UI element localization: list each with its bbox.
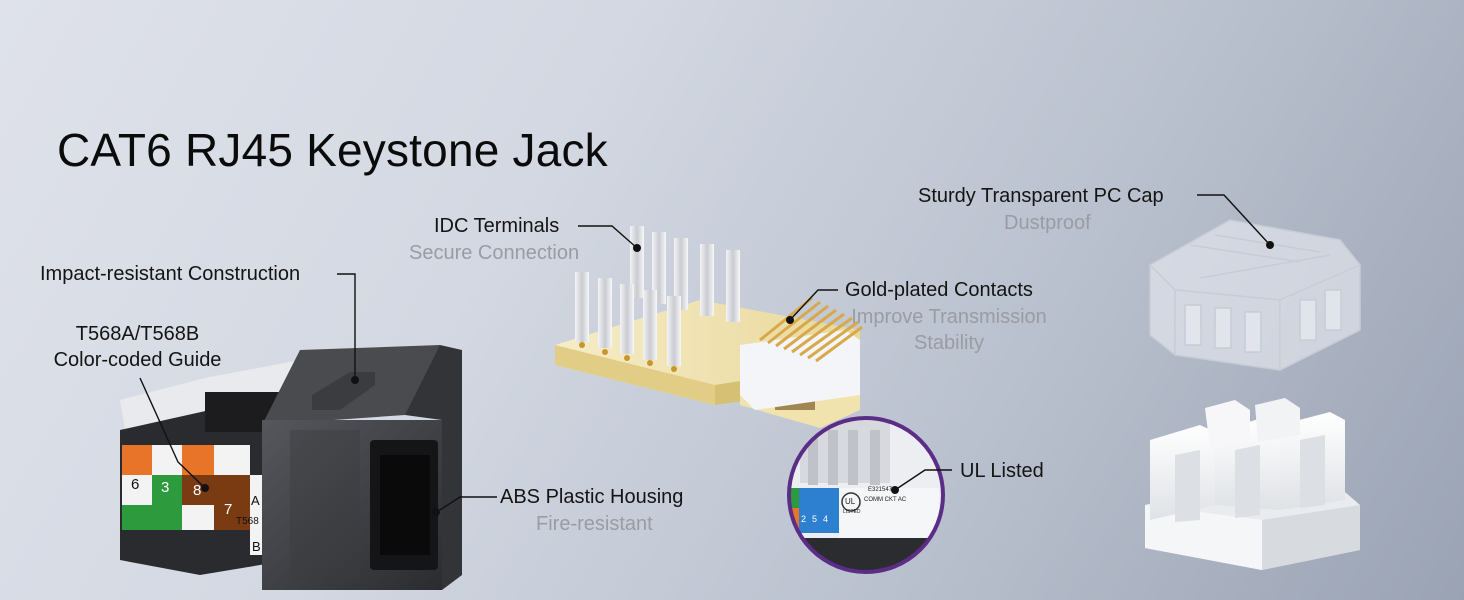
ul-callout-label: UL Listed — [960, 460, 1044, 482]
gold-callout-sub-line2: Stability — [913, 332, 985, 354]
abs-callout-sub: Fire-resistant — [536, 513, 653, 535]
abs-callout-label: ABS Plastic Housing — [500, 486, 684, 508]
standard-code-label: T568 — [236, 516, 259, 527]
gold-callout-label: Gold-plated Contacts — [845, 279, 1033, 301]
leader-lines — [139, 194, 1271, 511]
guide-callout-label-line1: T568A/T568B — [75, 323, 200, 345]
ul-listed-text: LISTED — [843, 509, 861, 515]
idc-callout-sub: Secure Connection — [409, 242, 580, 264]
impact-callout-label: Impact-resistant Construction — [40, 263, 301, 285]
ul-file-number: E321547 — [868, 487, 893, 493]
page-title: CAT6 RJ45 Keystone Jack — [57, 124, 608, 176]
idc-pcb-image — [555, 226, 863, 428]
standard-a-label: A — [251, 493, 260, 508]
white-insert-image — [1145, 398, 1360, 570]
cap-callout-label: Sturdy Transparent PC Cap — [918, 185, 1164, 207]
ul-mark-icon: UL — [845, 497, 856, 506]
ul-closeup-image — [787, 416, 945, 574]
pin-label: 3 — [161, 479, 170, 496]
keystone-jack-image — [120, 345, 462, 590]
guide-callout-label-line2: Color-coded Guide — [53, 349, 222, 371]
ul-pin-label: 2 — [801, 514, 807, 524]
gold-callout-sub-line1: Improve Transmission — [851, 306, 1047, 328]
ul-rating-text: COMM CKT AC — [864, 497, 907, 503]
ul-pin-label: 4 — [823, 514, 829, 524]
ul-pin-label: 5 — [812, 514, 818, 524]
pin-label: 8 — [193, 482, 202, 499]
idc-callout-label: IDC Terminals — [434, 215, 560, 237]
cap-callout-sub: Dustproof — [1004, 212, 1091, 234]
pin-label: 7 — [224, 501, 233, 518]
standard-b-label: B — [252, 539, 261, 554]
transparent-cap-image — [1148, 219, 1362, 372]
pin-label: 6 — [131, 476, 140, 493]
